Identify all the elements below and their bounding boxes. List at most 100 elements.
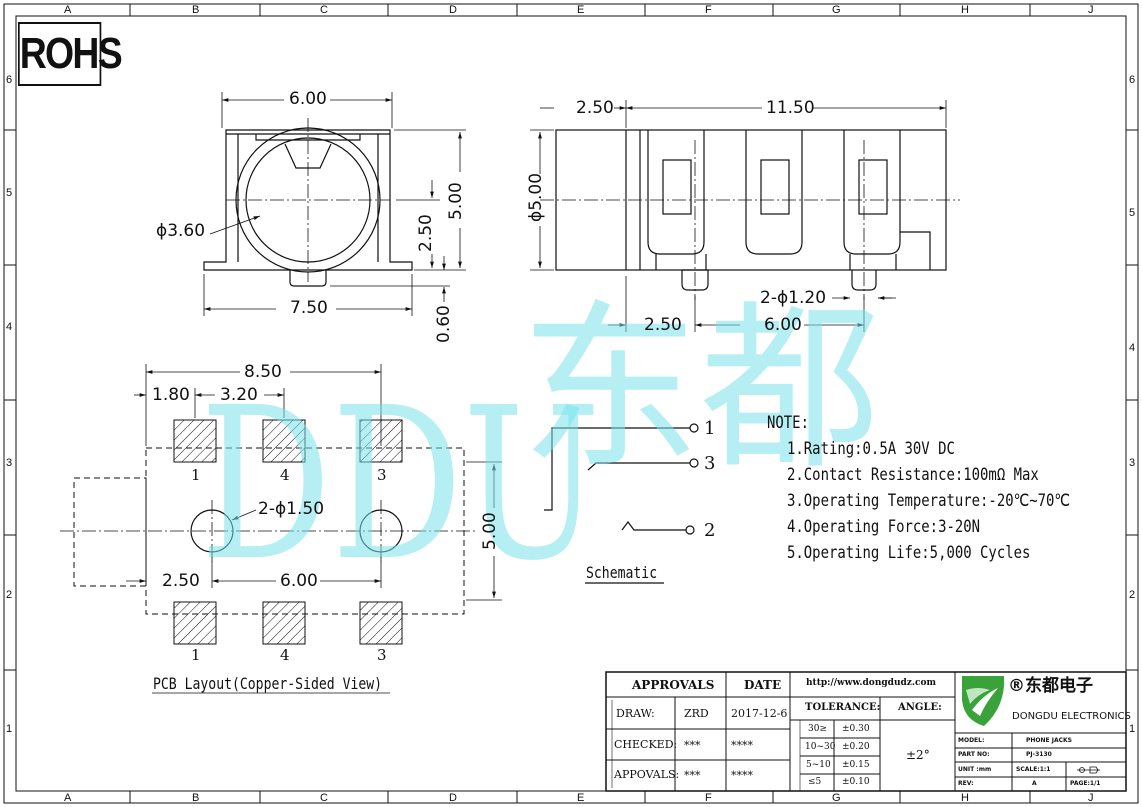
approval-row-name: *** xyxy=(684,769,701,782)
zone-col-label: F xyxy=(705,4,712,16)
zone-col-label: G xyxy=(832,792,841,804)
dim-pcb-pad-offset: 1.80 xyxy=(152,385,190,405)
approval-row-name: *** xyxy=(684,739,701,752)
approval-row-label: APPOVALS: xyxy=(614,768,680,781)
approvals-header: APPROVALS xyxy=(632,678,715,692)
zone-col-label: B xyxy=(192,792,200,804)
dim-pcb-height: 5.00 xyxy=(480,512,500,550)
schematic-caption: Schematic xyxy=(586,563,658,582)
side-view xyxy=(555,129,947,291)
zone-row-label: 6 xyxy=(6,74,13,86)
zone-col-label: H xyxy=(961,792,969,804)
rev-label: REV: xyxy=(958,780,974,787)
zone-row-label: 5 xyxy=(6,187,13,199)
pcb-pad-label: 1 xyxy=(191,466,201,484)
dim-side-pin-diameter: 2-ϕ1.20 xyxy=(760,288,827,308)
note-item: 4.Operating Force:3-20N xyxy=(787,517,981,537)
model-label: MODEL: xyxy=(958,737,985,744)
approval-row-name: ZRD xyxy=(684,707,709,720)
zone-row-label: 6 xyxy=(1129,74,1136,86)
scale-label: SCALE:1:1 xyxy=(1016,766,1051,773)
model-value: PHONE JACKS xyxy=(1026,737,1072,744)
company-url: http://www.dongdudz.com xyxy=(806,678,937,688)
company-name-cn: ®东都电子 xyxy=(1008,676,1093,696)
zone-row-label: 2 xyxy=(6,589,13,601)
tolerance-value: ±0.10 xyxy=(842,777,870,787)
dim-pcb-hole-offset: 2.50 xyxy=(162,571,200,591)
dim-pcb-hole-diameter: 2-ϕ1.50 xyxy=(258,499,325,519)
front-view-dimensions xyxy=(203,92,466,316)
angle-value: ±2° xyxy=(906,748,930,762)
zone-col-label: B xyxy=(192,4,200,16)
pcb-dimensions xyxy=(126,364,502,694)
zone-ticks xyxy=(4,4,1138,803)
dim-pcb-pad-pitch: 3.20 xyxy=(220,385,258,405)
zone-row-label: 4 xyxy=(6,321,13,333)
part-value: PJ-3130 xyxy=(1026,751,1052,758)
date-header: DATE xyxy=(744,678,782,692)
zone-col-label: A xyxy=(64,4,72,16)
zone-col-label: J xyxy=(1088,792,1094,804)
notes-title: NOTE: xyxy=(767,413,809,433)
dim-front-height: 5.00 xyxy=(446,182,466,220)
tolerance-value: ±0.30 xyxy=(842,724,870,734)
schematic-pin-label: 1 xyxy=(704,418,716,439)
pcb-pad-label: 3 xyxy=(377,466,387,484)
zone-col-label: E xyxy=(577,792,585,804)
angle-header: ANGLE: xyxy=(898,702,942,713)
tolerance-range: 30≥ xyxy=(808,724,827,734)
pcb-pad-label: 3 xyxy=(377,646,387,664)
tolerance-header: TOLERANCE: xyxy=(805,702,881,713)
title-block-lines xyxy=(605,671,1127,792)
zone-col-label: E xyxy=(577,4,585,16)
zone-col-label: J xyxy=(1088,4,1094,16)
dim-pcb-hole-spacing: 6.00 xyxy=(280,571,318,591)
approval-row-date: **** xyxy=(731,739,753,752)
zone-row-label: 1 xyxy=(6,723,13,735)
dim-front-width-top: 6.00 xyxy=(289,89,327,109)
company-name-en: DONGDU ELECTRONICS xyxy=(1012,711,1131,722)
note-item: 5.Operating Life:5,000 Cycles xyxy=(787,543,1031,563)
zone-col-label: H xyxy=(961,4,969,16)
dim-side-length: 11.50 xyxy=(766,98,815,118)
rev-value: A xyxy=(1032,780,1037,787)
approval-row-date: 2017-12-6 xyxy=(731,707,788,720)
zone-col-label: C xyxy=(320,4,328,16)
zone-row-label: 3 xyxy=(1129,457,1136,469)
dim-front-center-height: 2.50 xyxy=(416,214,436,252)
watermark-latin: DDU xyxy=(200,362,601,607)
pcb-pad-label: 4 xyxy=(280,646,290,664)
page-label: PAGE:1/1 xyxy=(1070,780,1101,787)
zone-col-label: F xyxy=(705,792,712,804)
schematic-pin-label: 3 xyxy=(704,453,716,474)
zone-col-label: A xyxy=(64,792,72,804)
company-logo xyxy=(962,676,1005,726)
sheet-frame xyxy=(3,3,1139,804)
unit-label: UNIT :mm xyxy=(958,766,992,773)
tolerance-range: 5~10 xyxy=(806,760,831,770)
tolerance-range: 10~30 xyxy=(805,742,836,752)
side-view-centerlines xyxy=(540,140,960,300)
approval-row-date: **** xyxy=(731,769,753,782)
dim-front-width-bottom: 7.50 xyxy=(290,298,328,318)
zone-col-label: C xyxy=(320,792,328,804)
dim-front-diameter: ϕ3.60 xyxy=(156,221,206,241)
pcb-pad-label: 1 xyxy=(191,646,201,664)
dim-pcb-width: 8.50 xyxy=(244,362,282,382)
zone-row-label: 5 xyxy=(1129,207,1136,219)
watermark-cjk: 东都 xyxy=(520,285,881,494)
pcb-pad-label: 4 xyxy=(280,466,290,484)
tolerance-range: ≤5 xyxy=(808,777,822,787)
tolerance-value: ±0.15 xyxy=(842,760,870,770)
pcb-layout-caption: PCB Layout(Copper-Sided View) xyxy=(153,674,383,693)
zone-col-label: D xyxy=(449,4,457,16)
zone-col-label: G xyxy=(832,4,841,16)
zone-row-label: 4 xyxy=(1129,342,1136,354)
dim-side-diameter: ϕ5.00 xyxy=(526,172,546,222)
schematic-lines xyxy=(544,423,699,584)
schematic-pin-label: 2 xyxy=(704,520,716,541)
note-item: 2.Contact Resistance:100mΩ Max xyxy=(787,465,1039,485)
part-label: PART NO: xyxy=(958,751,990,758)
